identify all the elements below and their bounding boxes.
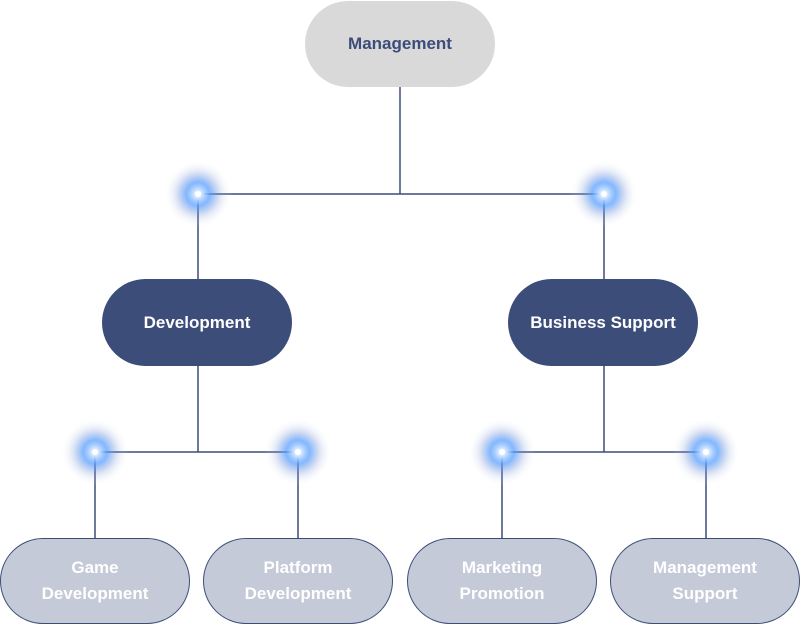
node-development-label: Development bbox=[143, 312, 251, 332]
glow-icon-platform-development-junction-core bbox=[295, 449, 301, 455]
node-management-support[interactable]: Management Support bbox=[610, 538, 800, 624]
node-platform-development-label: Platform Development bbox=[244, 558, 352, 603]
node-development[interactable]: Development bbox=[102, 279, 292, 366]
glow-icon-marketing-promotion-junction-core bbox=[499, 449, 505, 455]
node-platform-development[interactable]: Platform Development bbox=[203, 538, 393, 624]
node-management-label: Management bbox=[348, 34, 452, 53]
node-game-development[interactable]: Game Development bbox=[0, 538, 190, 624]
glow-icon-game-development-junction-core bbox=[92, 449, 98, 455]
glow-icon-management-support-junction-core bbox=[703, 449, 709, 455]
node-business-support[interactable]: Business Support bbox=[508, 279, 698, 366]
node-marketing-promotion[interactable]: Marketing Promotion bbox=[407, 538, 597, 624]
glow-icon-development-junction-core bbox=[195, 191, 201, 197]
node-management[interactable]: Management bbox=[305, 1, 495, 87]
glow-icon-business-support-junction-core bbox=[601, 191, 607, 197]
node-game-development-label: Game Development bbox=[41, 558, 149, 603]
node-management-support-label: Management Support bbox=[653, 558, 757, 603]
node-marketing-promotion-label: Marketing Promotion bbox=[459, 558, 545, 603]
node-business-support-label: Business Support bbox=[530, 312, 676, 332]
